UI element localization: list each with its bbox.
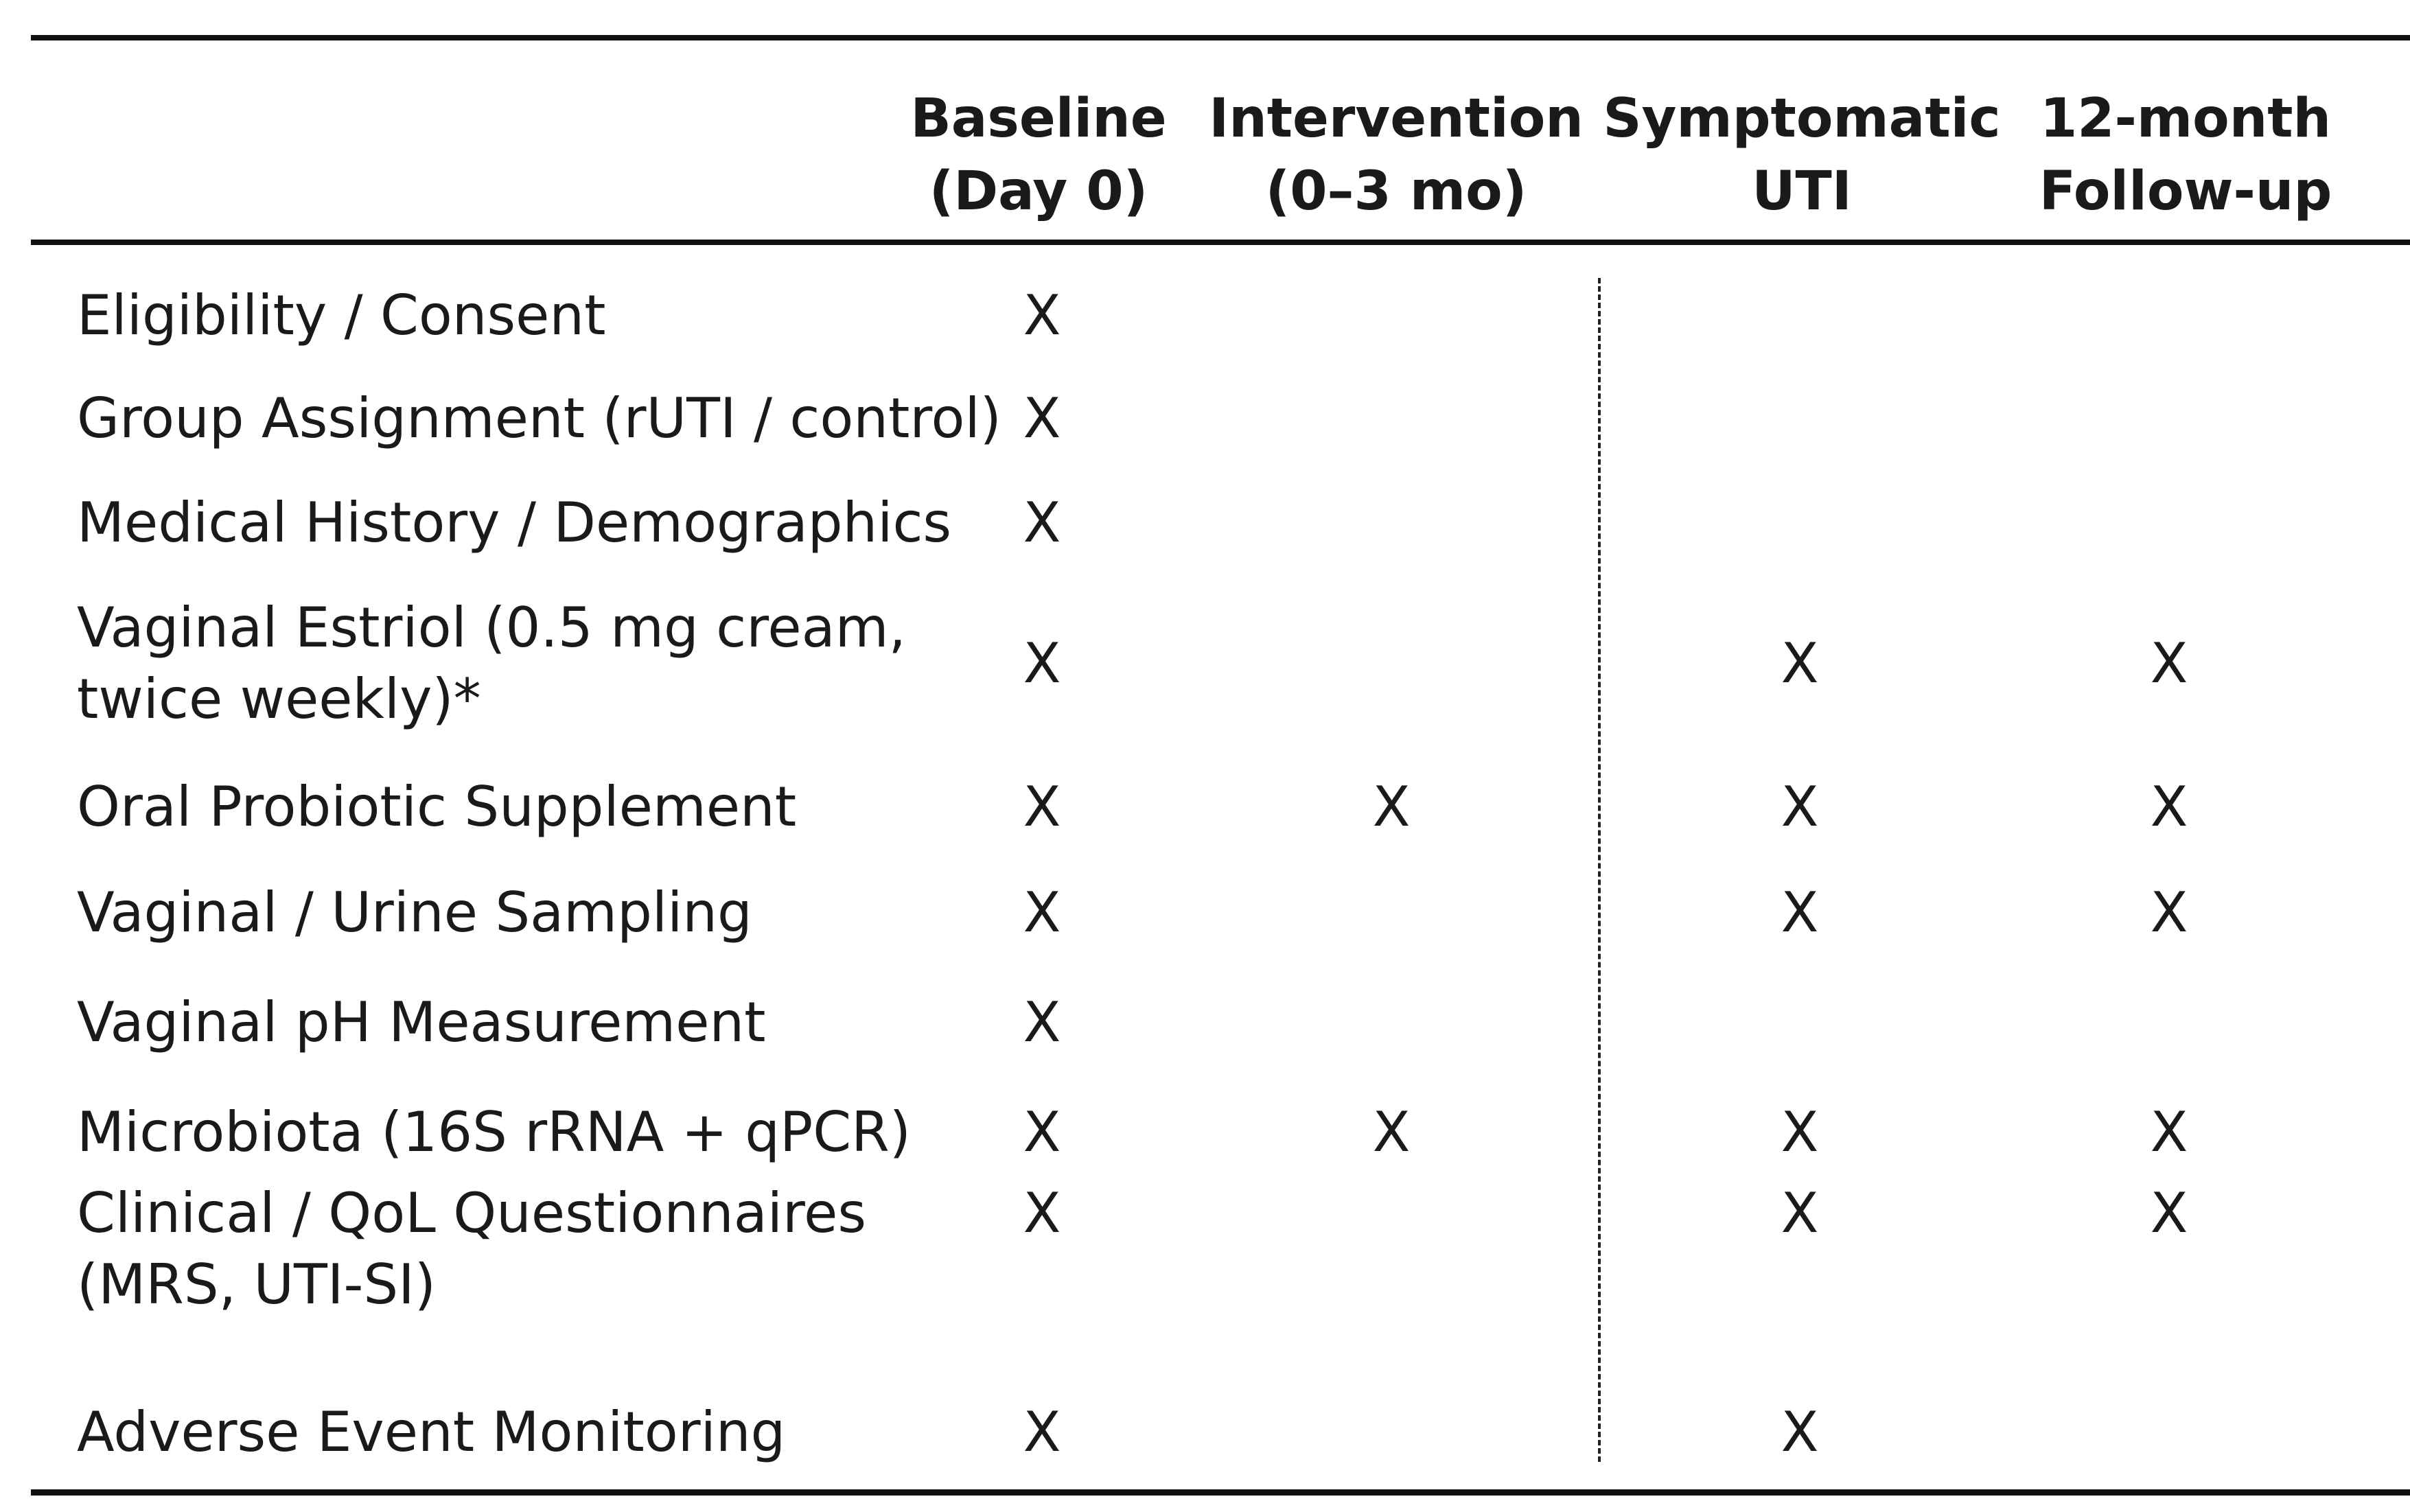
row-label-line: Clinical / QoL Questionnaires [77,1181,866,1245]
schedule-mark: X [1781,1181,1819,1245]
row-label-line: (MRS, UTI-SI) [77,1253,436,1316]
row-label: Eligibility / Consent [77,280,605,351]
row-label: Group Assignment (rUTI / control) [77,383,1001,454]
schedule-mark: X [2150,1181,2188,1245]
row-label-line: Adverse Event Monitoring [77,1400,786,1464]
row-label-line: Vaginal Estriol (0.5 mg cream, [77,596,906,660]
schedule-mark: X [1781,631,1819,695]
schedule-mark: X [2150,631,2188,695]
schedule-mark: X [1023,491,1061,555]
column-header-line: (0–3 mo) [1265,161,1527,222]
row-label-line: Group Assignment (rUTI / control) [77,386,1001,450]
schedule-mark: X [1781,881,1819,944]
row-label-line: Vaginal / Urine Sampling [77,881,752,944]
schedule-mark: X [2150,1100,2188,1164]
schedule-mark: X [1023,631,1061,695]
column-header-line: Intervention [1209,88,1584,150]
header-rule [31,240,2410,245]
row-label: Vaginal pH Measurement [77,987,766,1058]
column-header-line: Baseline [910,88,1167,150]
column-header-baseline: Baseline (Day 0) [910,82,1166,228]
schedule-mark: X [1023,990,1061,1054]
column-header-line: Follow-up [2039,161,2332,222]
schedule-mark: X [1023,881,1061,944]
row-label: Clinical / QoL Questionnaires (MRS, UTI-S… [77,1178,866,1321]
row-label: Medical History / Demographics [77,487,951,559]
column-header-line: 12-month [2039,88,2332,150]
bottom-rule [31,1489,2410,1496]
row-label-line: twice weekly)* [77,667,481,731]
schedule-mark: X [1781,1100,1819,1164]
row-label-line: Vaginal pH Measurement [77,990,766,1054]
column-header-followup: 12-month Follow-up [2039,82,2332,228]
schedule-mark: X [1023,283,1061,347]
column-header-intervention: Intervention (0–3 mo) [1209,82,1584,228]
schedule-mark: X [2150,775,2188,839]
schedule-mark: X [1023,775,1061,839]
schedule-mark: X [1023,1181,1061,1245]
schedule-mark: X [1372,1100,1411,1164]
row-label-line: Medical History / Demographics [77,491,952,555]
column-header-symptomatic-uti: Symptomatic UTI [1603,82,2000,228]
row-label-line: Microbiota (16S rRNA + qPCR) [77,1100,911,1164]
phase-divider [1598,278,1601,1462]
row-label-line: Eligibility / Consent [77,283,606,347]
row-label-line: Oral Probiotic Supplement [77,775,797,839]
row-label: Microbiota (16S rRNA + qPCR) [77,1097,911,1168]
schedule-mark: X [1023,1400,1061,1464]
schedule-mark: X [1781,1400,1819,1464]
schedule-mark: X [2150,881,2188,944]
row-label: Vaginal / Urine Sampling [77,877,752,949]
schedule-mark: X [1023,386,1061,450]
schedule-mark: X [1372,775,1411,839]
schedule-mark: X [1781,775,1819,839]
column-header-line: Symptomatic [1603,88,2001,150]
row-label: Vaginal Estriol (0.5 mg cream, twice week… [77,592,906,735]
top-rule [31,35,2410,40]
column-header-line: UTI [1752,161,1852,222]
row-label: Adverse Event Monitoring [77,1397,785,1468]
column-header-line: (Day 0) [929,161,1148,222]
row-label: Oral Probiotic Supplement [77,771,796,843]
schedule-mark: X [1023,1100,1061,1164]
